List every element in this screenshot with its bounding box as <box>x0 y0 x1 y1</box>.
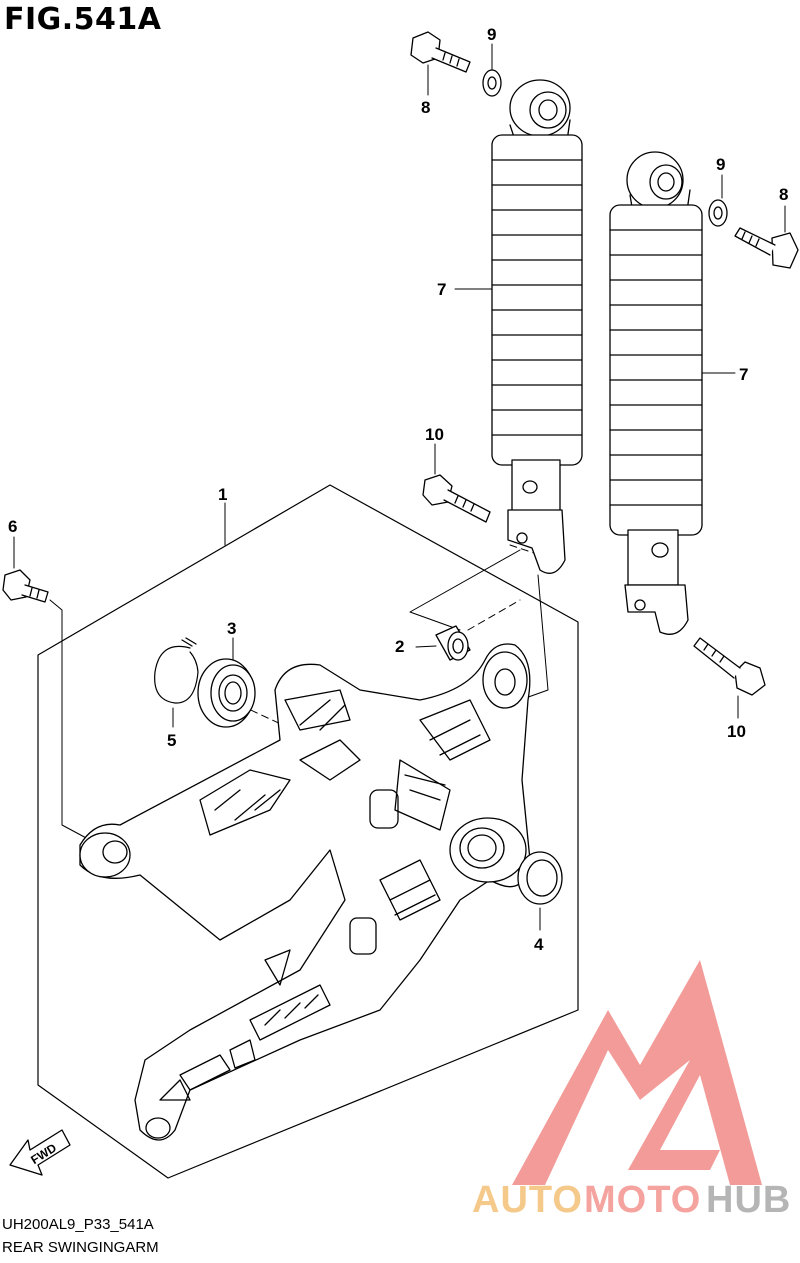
shock-pivot-guide <box>519 574 549 701</box>
assembly-box <box>37 484 579 1179</box>
bolt-part-6 <box>2 569 49 603</box>
watermark-text: AUTO MOTO HUB <box>472 1179 791 1221</box>
washer-part-9-top <box>482 69 502 97</box>
bolt-6-guide <box>49 599 91 841</box>
bushing-part-2 <box>435 625 471 661</box>
callout-6: 6 <box>8 517 17 536</box>
bolt-part-10-top <box>422 474 491 523</box>
shock-absorber-right <box>609 151 703 635</box>
watermark-auto: AUTO <box>472 1179 583 1221</box>
callout-8-top: 8 <box>421 98 430 117</box>
bolt-part-8-right <box>734 227 799 269</box>
watermark-moto: MOTO <box>584 1179 701 1221</box>
fwd-arrow: FWD <box>9 1129 71 1176</box>
callout-5: 5 <box>167 731 176 750</box>
bolt-part-10-bottom <box>693 637 766 696</box>
callout-9-right: 9 <box>716 155 725 174</box>
watermark-hub: HUB <box>706 1179 791 1221</box>
seal-part-4 <box>517 851 563 905</box>
callout-10-bottom: 10 <box>727 722 746 741</box>
callout-9-top: 9 <box>487 25 496 44</box>
caption-code: UH200AL9_P33_541A <box>2 1216 154 1233</box>
bolt-10-guide <box>409 549 521 631</box>
callout-7-right: 7 <box>739 365 748 384</box>
bearing-part-3 <box>197 658 256 728</box>
circlip-part-5 <box>154 637 199 704</box>
bolt-part-8-top <box>410 31 471 73</box>
swingarm <box>79 643 531 1141</box>
callout-10-top: 10 <box>425 425 444 444</box>
figure-title: FIG.541A <box>4 2 162 37</box>
callout-1: 1 <box>218 485 227 504</box>
callout-7-left: 7 <box>437 280 446 299</box>
callout-2: 2 <box>395 637 404 656</box>
callout-3: 3 <box>227 619 236 638</box>
shock-absorber-left <box>491 79 583 574</box>
washer-part-9-right <box>708 199 728 227</box>
callout-8-right: 8 <box>779 185 788 204</box>
watermark-logo <box>512 960 762 1185</box>
leader-lines <box>13 43 786 931</box>
callout-4: 4 <box>534 935 544 954</box>
caption-name: REAR SWINGINGARM <box>2 1239 159 1256</box>
